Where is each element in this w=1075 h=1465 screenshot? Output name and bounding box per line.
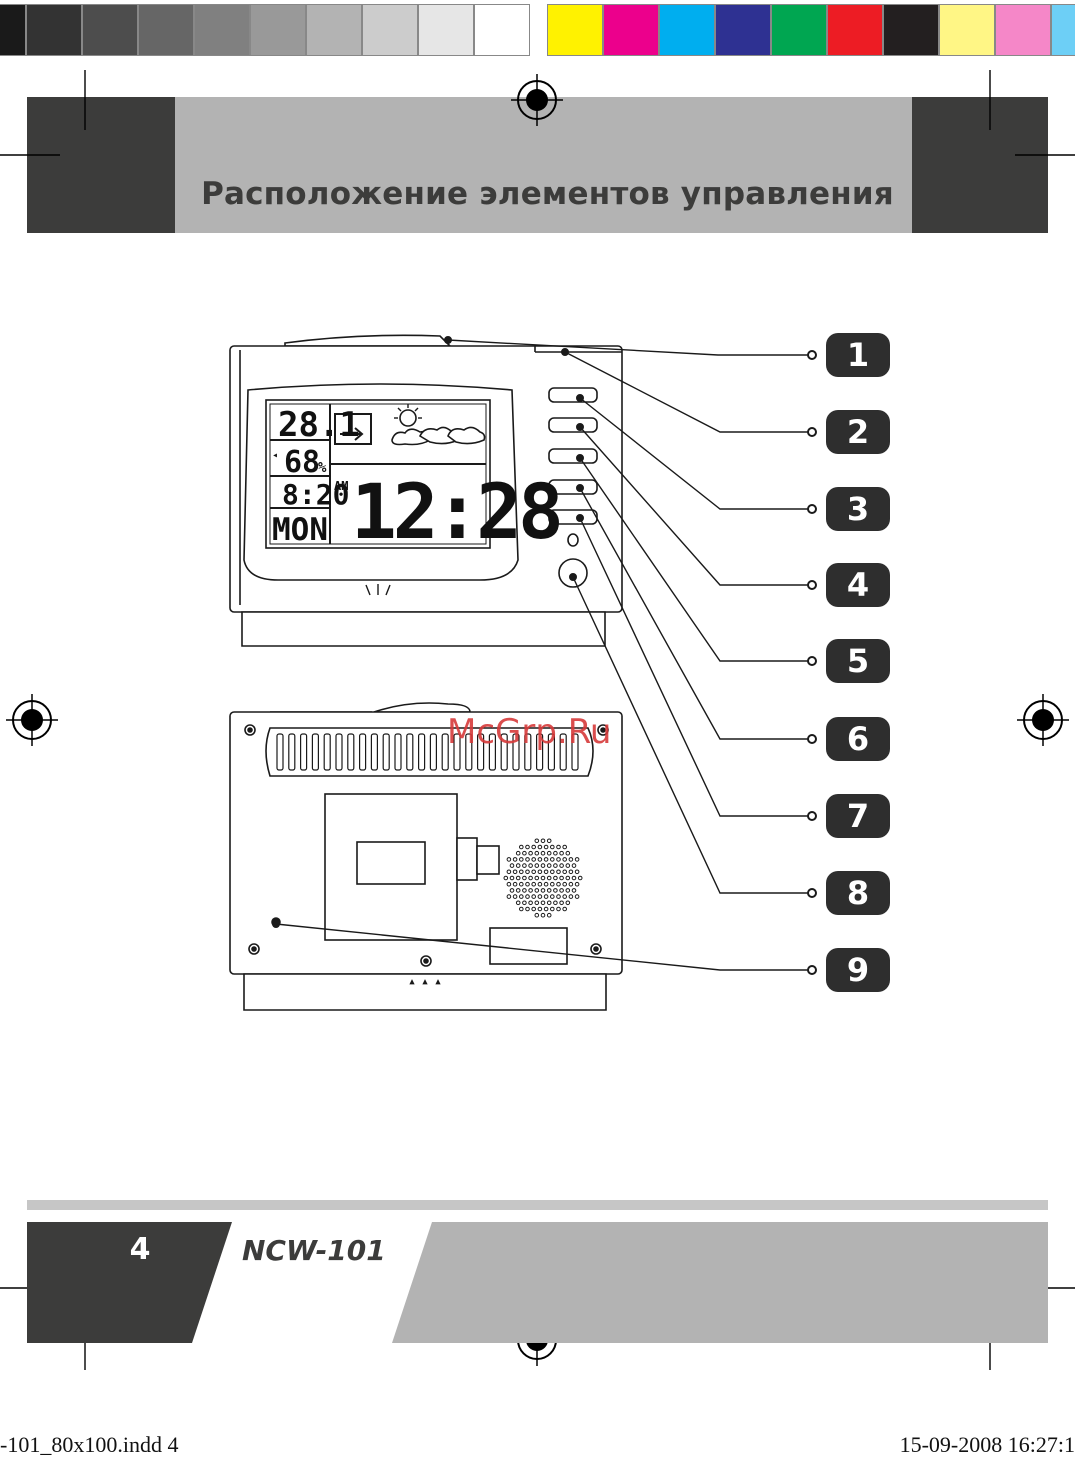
callout-2: 2: [826, 410, 890, 454]
footer-rule: [27, 1200, 1048, 1210]
svg-text:28.1: 28.1: [278, 405, 360, 445]
callout-6: 6: [826, 717, 890, 761]
svg-text:◂: ◂: [272, 450, 278, 461]
svg-text:MON: MON: [272, 512, 328, 548]
model-name: NCW-101: [242, 1234, 386, 1267]
svg-text:AM: AM: [334, 479, 348, 493]
callout-1: 1: [826, 333, 890, 377]
callout-3: 3: [826, 487, 890, 531]
registration-mark-right: [1017, 694, 1069, 746]
footer-right-block: [392, 1222, 1048, 1343]
slug-date-time: 15-09-2008 16:27:1: [900, 1432, 1075, 1458]
svg-text:%: %: [318, 460, 327, 476]
svg-text:68: 68: [284, 445, 320, 480]
callout-5: 5: [826, 639, 890, 683]
callout-7: 7: [826, 794, 890, 838]
page-number: 4: [110, 1232, 170, 1267]
slug-file-name: -101_80x100.indd 4: [0, 1432, 178, 1458]
callout-9: 9: [826, 948, 890, 992]
callout-8: 8: [826, 871, 890, 915]
registration-mark-top: [511, 74, 563, 126]
registration-mark-left: [6, 694, 58, 746]
watermark[interactable]: McGrp.Ru: [447, 712, 611, 752]
callout-4: 4: [826, 563, 890, 607]
svg-text:12:28: 12:28: [351, 467, 560, 556]
